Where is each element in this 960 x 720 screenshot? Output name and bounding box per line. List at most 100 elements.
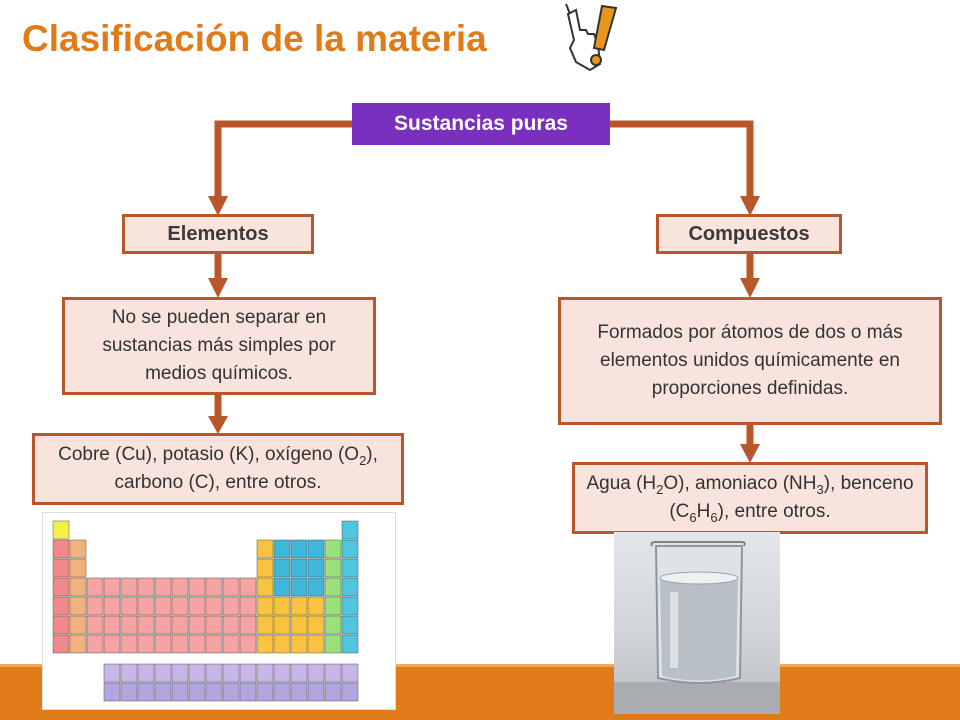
periodic-cell xyxy=(154,634,172,654)
pointing-hand-exclamation-icon xyxy=(554,0,630,85)
periodic-cell xyxy=(256,682,274,702)
periodic-cell xyxy=(290,663,308,683)
periodic-cell xyxy=(154,596,172,616)
periodic-cell xyxy=(239,682,257,702)
periodic-cell xyxy=(120,615,138,635)
periodic-cell xyxy=(273,682,291,702)
periodic-cell xyxy=(103,663,121,683)
periodic-cell xyxy=(256,577,274,597)
periodic-cell xyxy=(239,634,257,654)
periodic-cell xyxy=(205,615,223,635)
periodic-cell xyxy=(341,539,359,559)
periodic-cell xyxy=(120,596,138,616)
elementos-examples: Cobre (Cu), potasio (K), oxígeno (O2), c… xyxy=(32,433,404,505)
elementos-examples-text: Cobre (Cu), potasio (K), oxígeno (O2), c… xyxy=(58,444,378,493)
periodic-cell xyxy=(69,596,87,616)
periodic-cell xyxy=(290,596,308,616)
periodic-cell xyxy=(120,634,138,654)
periodic-cell xyxy=(290,558,308,578)
periodic-cell xyxy=(256,634,274,654)
periodic-cell xyxy=(307,682,325,702)
periodic-cell xyxy=(307,615,325,635)
periodic-cell xyxy=(171,596,189,616)
periodic-cell xyxy=(171,634,189,654)
periodic-cell xyxy=(273,539,291,559)
periodic-cell xyxy=(239,663,257,683)
periodic-cell xyxy=(171,682,189,702)
periodic-cell xyxy=(273,663,291,683)
periodic-cell xyxy=(307,634,325,654)
periodic-cell xyxy=(290,577,308,597)
periodic-cell xyxy=(239,577,257,597)
elementos-head: Elementos xyxy=(122,214,314,254)
periodic-cell xyxy=(52,520,70,540)
periodic-cell xyxy=(341,577,359,597)
periodic-cell xyxy=(154,615,172,635)
elementos-description: No se pueden separar en sustancias más s… xyxy=(62,297,376,395)
periodic-cell xyxy=(273,634,291,654)
periodic-cell xyxy=(307,663,325,683)
periodic-cell xyxy=(341,520,359,540)
periodic-cell xyxy=(324,577,342,597)
periodic-cell xyxy=(154,682,172,702)
periodic-cell xyxy=(86,634,104,654)
periodic-cell xyxy=(290,634,308,654)
periodic-cell xyxy=(341,596,359,616)
periodic-cell xyxy=(103,682,121,702)
slide-title: Clasificación de la materia xyxy=(22,18,487,59)
periodic-cell xyxy=(137,577,155,597)
periodic-cell xyxy=(52,596,70,616)
periodic-cell xyxy=(86,596,104,616)
periodic-cell xyxy=(69,558,87,578)
compuestos-description: Formados por átomos de dos o más element… xyxy=(558,297,942,425)
periodic-cell xyxy=(222,634,240,654)
periodic-cell xyxy=(137,663,155,683)
periodic-cell xyxy=(120,663,138,683)
periodic-cell xyxy=(290,615,308,635)
periodic-cell xyxy=(205,663,223,683)
periodic-cell xyxy=(256,596,274,616)
periodic-cell xyxy=(205,577,223,597)
periodic-cell xyxy=(341,682,359,702)
periodic-cell xyxy=(52,615,70,635)
periodic-cell xyxy=(154,577,172,597)
periodic-cell xyxy=(222,596,240,616)
periodic-cell xyxy=(341,558,359,578)
periodic-cell xyxy=(154,663,172,683)
periodic-cell xyxy=(256,663,274,683)
periodic-cell xyxy=(222,615,240,635)
periodic-cell xyxy=(222,577,240,597)
periodic-cell xyxy=(171,577,189,597)
periodic-cell xyxy=(103,615,121,635)
periodic-cell xyxy=(324,663,342,683)
periodic-cell xyxy=(137,682,155,702)
periodic-cell xyxy=(273,596,291,616)
periodic-cell xyxy=(120,682,138,702)
periodic-cell xyxy=(273,577,291,597)
periodic-cell xyxy=(171,615,189,635)
periodic-cell xyxy=(103,577,121,597)
periodic-cell xyxy=(324,615,342,635)
periodic-cell xyxy=(188,682,206,702)
periodic-cell xyxy=(137,634,155,654)
periodic-cell xyxy=(69,634,87,654)
periodic-cell xyxy=(69,615,87,635)
periodic-cell xyxy=(256,615,274,635)
periodic-cell xyxy=(171,663,189,683)
periodic-cell xyxy=(341,615,359,635)
compuestos-head: Compuestos xyxy=(656,214,842,254)
periodic-cell xyxy=(307,558,325,578)
periodic-cell xyxy=(273,615,291,635)
periodic-cell xyxy=(52,539,70,559)
periodic-cell xyxy=(103,634,121,654)
periodic-cell xyxy=(256,539,274,559)
periodic-cell xyxy=(273,558,291,578)
periodic-cell xyxy=(188,596,206,616)
periodic-cell xyxy=(324,539,342,559)
periodic-cell xyxy=(324,634,342,654)
compuestos-examples: Agua (H2O), amoniaco (NH3), benceno (C6H… xyxy=(572,462,928,534)
periodic-cell xyxy=(307,577,325,597)
periodic-cell xyxy=(341,634,359,654)
periodic-cell xyxy=(52,577,70,597)
periodic-cell xyxy=(324,596,342,616)
